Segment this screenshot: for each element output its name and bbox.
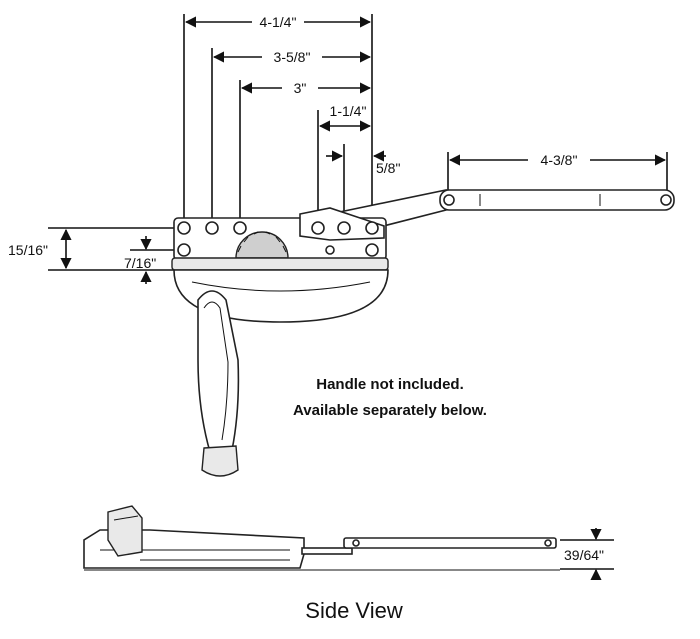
dim-label-3: 3"	[294, 80, 307, 96]
dim-label-7-16: 7/16"	[124, 255, 156, 271]
operator-side-view	[83, 505, 560, 571]
operator-top-view	[171, 189, 675, 477]
dim-label-5-8: 5/8"	[376, 160, 400, 176]
note-line-1: Handle not included.	[316, 376, 464, 393]
dim-label-3-5-8: 3-5/8"	[274, 49, 311, 65]
note-line-2: Available separately below.	[293, 402, 487, 419]
dim-label-4-1-4: 4-1/4"	[260, 14, 297, 30]
dimension-lines	[48, 14, 668, 581]
dim-label-39-64: 39/64"	[564, 547, 604, 563]
side-view-caption: Side View	[305, 598, 403, 623]
dim-label-1-1-4: 1-1/4"	[330, 103, 367, 119]
dim-label-15-16: 15/16"	[8, 242, 48, 258]
dimension-labels: 4-1/4" 3-5/8" 3" 1-1/4" 5/8" 4-3/8" 15/1…	[8, 14, 604, 563]
dim-label-4-3-8: 4-3/8"	[541, 152, 578, 168]
